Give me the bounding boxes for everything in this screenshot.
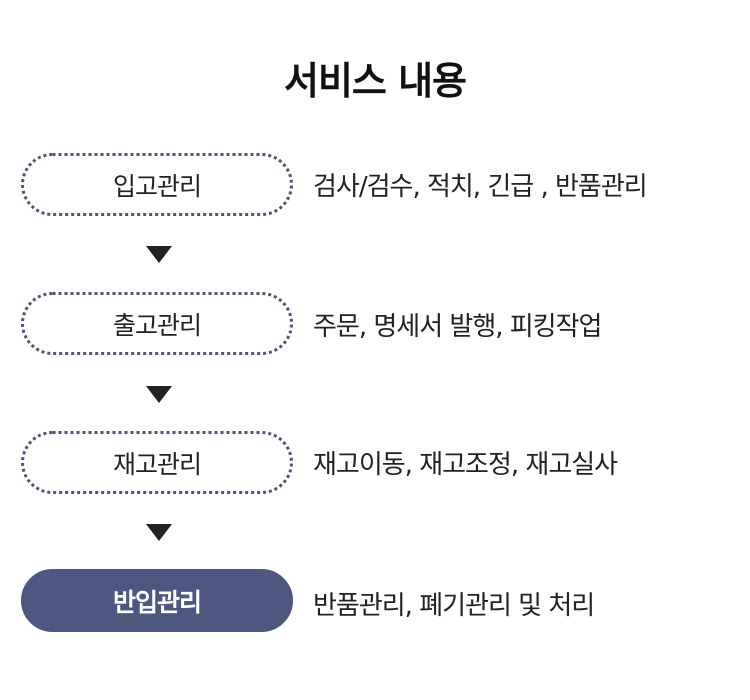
- step-label: 반입관리: [112, 587, 202, 617]
- triangle-down-icon: [146, 246, 172, 263]
- step-description: 반품관리, 폐기관리 및 처리: [313, 591, 595, 621]
- step-returns: 반입관리: [21, 569, 293, 632]
- step-description: 검사/검수, 적치, 긴급 , 반품관리: [313, 172, 648, 202]
- step-description: 재고이동, 재고조정, 재고실사: [313, 450, 618, 480]
- step-label: 재고관리: [112, 449, 202, 479]
- step-label: 출고관리: [112, 310, 202, 340]
- triangle-down-icon: [146, 386, 172, 403]
- step-inventory: 재고관리: [21, 431, 293, 494]
- page-title: 서비스 내용: [283, 59, 467, 103]
- step-receiving: 입고관리: [21, 153, 293, 216]
- step-shipping: 출고관리: [21, 292, 293, 355]
- step-label: 입고관리: [112, 171, 202, 201]
- step-description: 주문, 명세서 발행, 피킹작업: [313, 312, 602, 342]
- triangle-down-icon: [146, 524, 172, 541]
